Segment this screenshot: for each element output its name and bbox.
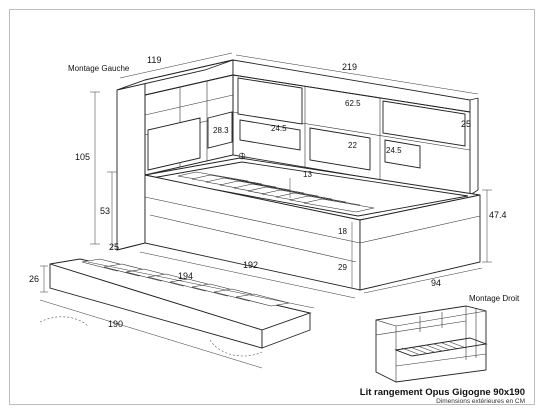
dim-24-5-left: 24.5 — [271, 124, 287, 133]
dim-18: 18 — [338, 227, 347, 236]
rotate-arrow-right — [209, 339, 263, 357]
trundle-drawing — [39, 258, 315, 369]
bed-end-panel — [359, 194, 481, 291]
bed-slats — [177, 171, 375, 213]
dim-105: 105 — [75, 152, 90, 162]
label-montage-gauche: Montage Gauche — [68, 64, 130, 73]
dim-119: 119 — [147, 55, 161, 65]
dim-192: 192 — [243, 260, 258, 270]
circled-1-icon: 1 — [238, 152, 246, 160]
dim-25-left: 25 — [109, 242, 119, 252]
left-unit-side — [116, 79, 146, 251]
back-panel-2 — [382, 100, 466, 147]
main-dimension-lines — [90, 52, 492, 299]
back-small-niche — [384, 139, 421, 169]
dim-28-3: 28.3 — [213, 126, 229, 135]
dim-94: 94 — [431, 278, 441, 288]
dim-26: 26 — [29, 274, 39, 284]
dim-25-right: 25 — [461, 119, 471, 129]
product-title: Lit rangement Opus Gigogne 90x190 — [360, 387, 525, 398]
back-panel-3 — [309, 127, 371, 171]
dim-22: 22 — [348, 141, 357, 150]
bed-slat-area — [151, 161, 469, 217]
dimensions-note: Dimensions extérieures en CM — [436, 398, 525, 405]
dim-24-5-right: 24.5 — [386, 146, 402, 155]
dim-47-4: 47.4 — [489, 210, 507, 220]
main-bed-drawing — [116, 59, 481, 291]
diagram-frame — [9, 9, 535, 405]
dim-53: 53 — [100, 206, 110, 216]
back-niche — [239, 119, 301, 151]
dim-62-5: 62.5 — [345, 99, 361, 108]
rotate-arrow-left — [39, 316, 89, 327]
label-montage-droit: Montage Droit — [469, 294, 520, 303]
dim-13: 13 — [303, 170, 312, 179]
back-panel-1 — [237, 77, 303, 125]
left-small-box — [207, 111, 233, 149]
montage-droit-thumbnail — [375, 305, 488, 383]
thumb-slats — [401, 341, 467, 355]
thumb-bed-top — [394, 337, 488, 357]
dimension-labels: Montage Gauche 119 219 105 53 25 25 28.3… — [29, 55, 520, 329]
left-niche-panel — [147, 117, 201, 171]
dim-219: 219 — [342, 62, 357, 72]
dim-190: 190 — [108, 319, 123, 329]
dim-29: 29 — [338, 263, 347, 272]
trundle-end — [261, 312, 311, 349]
dim-194: 194 — [178, 271, 193, 281]
footer-caption: Lit rangement Opus Gigogne 90x190 Dimens… — [360, 387, 525, 405]
svg-text:1: 1 — [241, 153, 245, 160]
